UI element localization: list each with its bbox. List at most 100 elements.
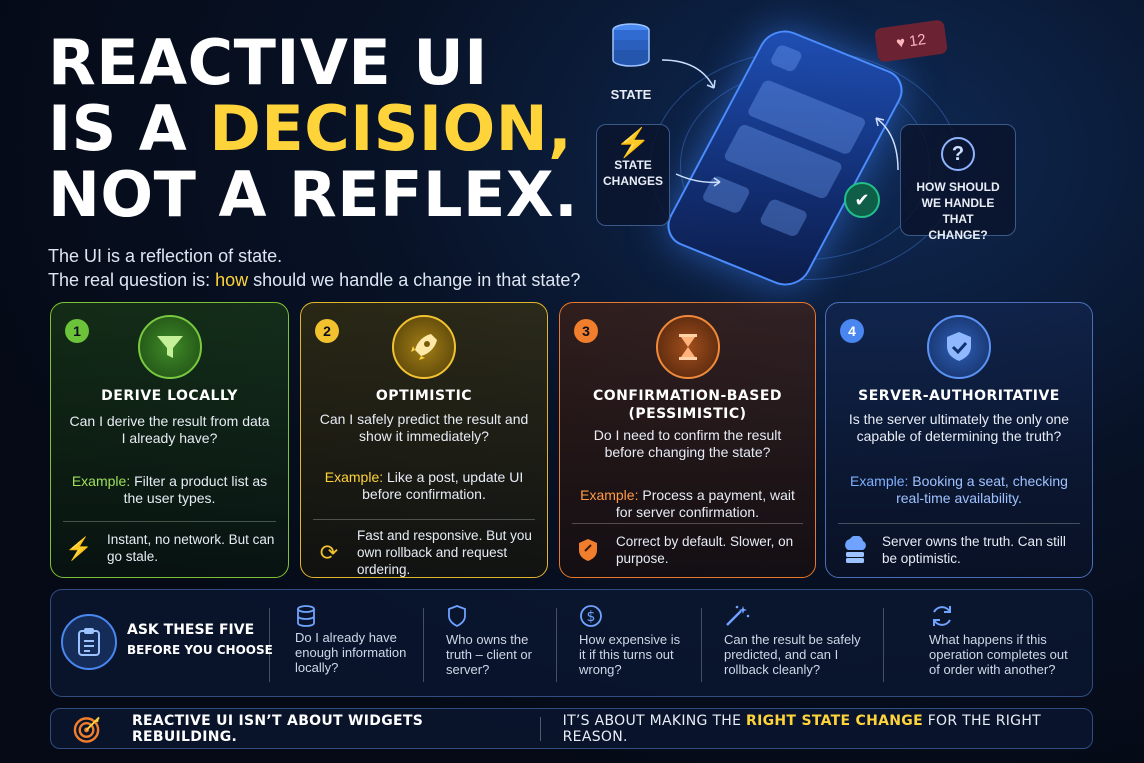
ask-question: $ How expensive is it if this turns out … [579, 602, 689, 692]
ask-title: ASK THESE FIVE BEFORE YOU CHOOSE [127, 620, 273, 660]
ask-title-line-2: BEFORE YOU CHOOSE [127, 643, 273, 657]
bottom-banner: REACTIVE UI ISN’T ABOUT WIDGETS REBUILDI… [50, 708, 1093, 749]
card-optimistic: 2 OPTIMISTIC Can I safely predict the re… [300, 302, 548, 578]
sync-icon: ⟳ [319, 540, 339, 565]
notification-count: 12 [907, 30, 927, 50]
headline-line-3: NOT A REFLEX. [48, 158, 579, 231]
card-title: CONFIRMATION-BASED (PESSIMISTIC) [592, 388, 783, 422]
card-footer: ⟳ Fast and responsive. But you own rollb… [315, 527, 537, 578]
arrow-icon [875, 117, 899, 171]
question-box: ? HOW SHOULD WE HANDLE THAT CHANGE? [900, 124, 1016, 242]
heart-icon: ♥ [895, 33, 907, 52]
state-changes-label: STATE CHANGES [603, 158, 664, 188]
notification-badge: ♥ 12 [873, 19, 949, 63]
dollar-icon: $ [579, 602, 689, 630]
card-footer: Server owns the truth. Can still be opti… [840, 533, 1082, 567]
divider [539, 716, 541, 741]
card-example: Example: Filter a product list as the us… [51, 473, 288, 507]
card-derive-locally: 1 DERIVE LOCALLY Can I derive the result… [50, 302, 289, 578]
target-icon [73, 716, 100, 743]
banner-highlight: RIGHT STATE CHANGE [746, 712, 923, 729]
example-text: Like a post, update UI before confirmati… [362, 469, 524, 502]
divider [572, 523, 803, 524]
card-title: OPTIMISTIC [375, 388, 473, 404]
lightning-icon: ⚡ [65, 535, 93, 561]
ask-question-text: What happens if this operation completes… [929, 632, 1068, 677]
headline: REACTIVE UI IS A DECISION, NOT A REFLEX. [48, 30, 578, 228]
subtitle-line-2-pre: The real question is: [48, 270, 216, 290]
subtitle-line-1: The UI is a reflection of state. [48, 246, 283, 266]
card-example: Example: Like a post, update UI before c… [301, 469, 547, 503]
hero-illustration: STATE ♥ 12 ⚡ STATE CHANGES ✔ ? HOW SHOUL… [590, 10, 1060, 293]
check-icon: ✔ [844, 182, 880, 218]
ask-title-line-1: ASK THESE FIVE [127, 622, 255, 638]
funnel-icon [137, 315, 202, 379]
banner-statement: REACTIVE UI ISN’T ABOUT WIDGETS REBUILDI… [131, 712, 424, 745]
headline-highlight: DECISION, [209, 92, 573, 165]
headline-line-2: IS A DECISION, [48, 96, 578, 162]
example-text: Process a payment, wait for server confi… [615, 487, 795, 520]
ask-question: Do I already have enough information loc… [295, 602, 425, 692]
cloud-server-icon [840, 534, 868, 565]
ask-question-text: Can the result be safely predicted, and … [724, 632, 861, 677]
card-footer-text: Instant, no network. But can go stale. [107, 532, 275, 564]
rocket-icon [392, 315, 456, 379]
ask-question: Can the result be safely predicted, and … [724, 602, 872, 692]
subtitle-line-2-post: should we handle a change in that state? [248, 270, 581, 290]
ask-question-text: Who owns the truth – client or server? [446, 632, 532, 677]
example-text: Booking a seat, checking real-time avail… [896, 473, 1068, 506]
card-question: Do I need to confirm the result before c… [593, 427, 782, 460]
refresh-icon [929, 602, 1079, 630]
ask-panel: ASK THESE FIVE BEFORE YOU CHOOSE Do I al… [50, 589, 1093, 697]
card-footer-text: Correct by default. Slower, on purpose. [616, 534, 794, 566]
example-text: Filter a product list as the user types. [123, 473, 268, 506]
card-footer-text: Fast and responsive. But you own rollbac… [357, 528, 532, 577]
shield-check-icon [927, 315, 991, 379]
lightning-icon: ⚡ [615, 127, 651, 158]
card-question: Can I safely predict the result and show… [319, 411, 529, 444]
ask-question: Who owns the truth – client or server? [446, 602, 556, 692]
card-number: 3 [574, 319, 598, 343]
divider [313, 519, 535, 520]
card-number: 1 [65, 319, 89, 343]
subtitle: The UI is a reflection of state. The rea… [48, 244, 580, 292]
banner-conclusion-post: FOR THE RIGHT REASON. [562, 712, 1041, 745]
card-example: Example: Process a payment, wait for ser… [560, 487, 815, 521]
state-label: STATE [610, 87, 652, 102]
divider [423, 608, 424, 682]
card-title: DERIVE LOCALLY [101, 388, 238, 404]
card-footer: ⚡ Instant, no network. But can go stale. [65, 531, 278, 565]
divider [63, 521, 276, 522]
database-icon [295, 602, 425, 630]
headline-line-2-pre: IS A [48, 92, 210, 165]
state-changes-box: ⚡ STATE CHANGES [596, 124, 670, 226]
banner-conclusion-pre: IT’S ABOUT MAKING THE [562, 712, 747, 729]
arrow-icon [675, 173, 721, 187]
example-key: Example: [71, 473, 131, 489]
subtitle-highlight: how [215, 270, 249, 290]
ask-question-text: How expensive is it if this turns out wr… [579, 632, 681, 677]
state-node: STATE [606, 22, 656, 102]
subtitle-line-2: The real question is: how should we hand… [48, 268, 580, 292]
database-icon [612, 23, 650, 67]
divider [556, 608, 557, 682]
shield-icon [574, 537, 602, 564]
hourglass-icon [655, 315, 720, 379]
divider [701, 608, 702, 682]
card-title: SERVER-AUTHORITATIVE [858, 388, 1060, 404]
arrow-icon [661, 59, 716, 89]
card-question: Can I derive the result from data I alre… [69, 413, 270, 446]
ask-question-text: Do I already have enough information loc… [295, 630, 407, 675]
magic-wand-icon [724, 602, 872, 630]
card-server-authoritative: 4 SERVER-AUTHORITATIVE Is the server ult… [825, 302, 1093, 578]
svg-text:$: $ [587, 609, 596, 625]
example-key: Example: [850, 473, 909, 489]
example-key: Example: [580, 487, 639, 503]
example-key: Example: [324, 469, 384, 485]
card-question: Is the server ultimately the only one ca… [848, 411, 1070, 444]
banner-conclusion: IT’S ABOUT MAKING THE RIGHT STATE CHANGE… [563, 713, 1092, 745]
divider [838, 523, 1080, 524]
clipboard-icon [61, 614, 117, 670]
card-number: 4 [840, 319, 864, 343]
question-icon: ? [941, 137, 975, 171]
